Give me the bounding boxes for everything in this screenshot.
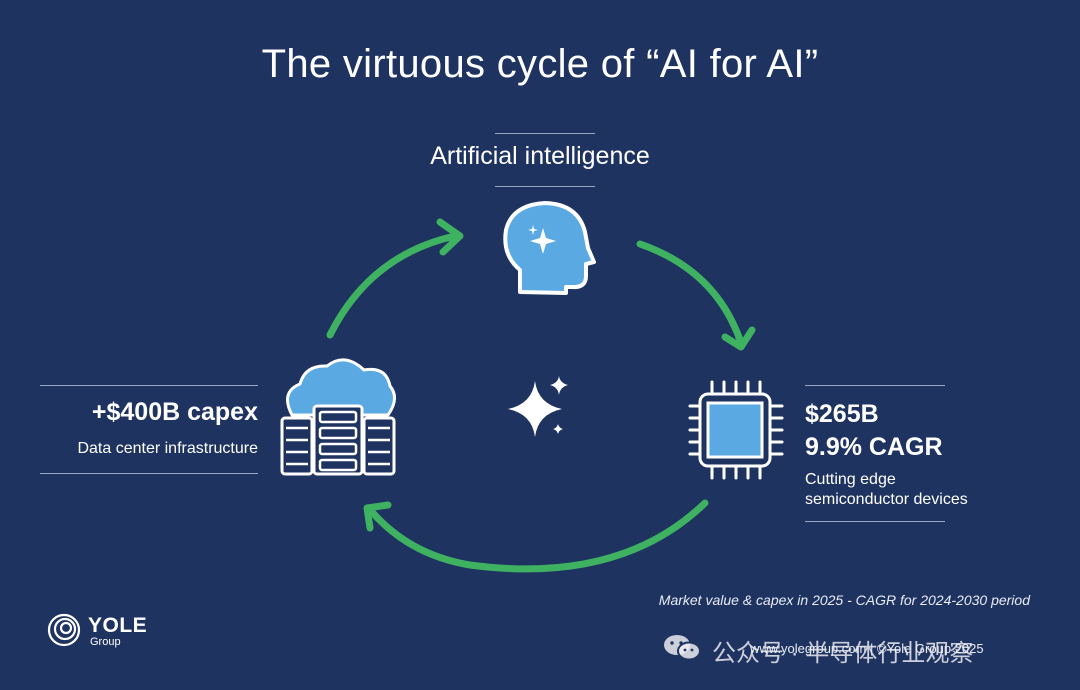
arrow-top-to-right	[636, 240, 744, 344]
arrow-left-to-top	[326, 232, 459, 339]
arrow-right-to-left	[368, 499, 709, 573]
wechat-icon	[664, 635, 701, 661]
capex-value: +$400B capex	[91, 398, 258, 426]
chip-icon	[688, 380, 784, 480]
cloud-server-icon	[280, 358, 396, 476]
semiconductor-label: Cutting edge semiconductor devices	[805, 470, 1065, 510]
top-rule-upper	[495, 133, 595, 134]
yole-logo-icon	[47, 613, 81, 647]
semiconductor-label-line1: Cutting edge	[805, 471, 896, 488]
arrowhead-top-to-right	[721, 326, 756, 351]
left-rule-lower	[40, 473, 258, 474]
watermark-text: 公众号 · 半导体行业观察	[712, 640, 974, 667]
sparkle-icon	[508, 376, 568, 437]
logo-name: YOLE	[88, 614, 148, 637]
copyright-url: www.yolegroup.com | ©Yole Group 2025	[750, 641, 984, 656]
right-rule-lower	[805, 521, 945, 522]
top-rule-lower	[495, 186, 595, 187]
arrowhead-right-to-left	[363, 501, 392, 532]
market-value: $265B	[805, 400, 879, 428]
right-rule-upper	[805, 385, 945, 386]
left-rule-upper	[40, 385, 258, 386]
ai-label: Artificial intelligence	[430, 142, 650, 170]
arrowhead-left-to-top	[436, 218, 464, 256]
logo-sub: Group	[90, 636, 121, 648]
page-title: The virtuous cycle of “AI for AI”	[261, 42, 819, 86]
market-values: $265B 9.9% CAGR	[805, 398, 1065, 464]
cagr-value: 9.9% CAGR	[805, 433, 943, 461]
semiconductor-label-line2: semiconductor devices	[805, 491, 968, 508]
ai-head-icon	[503, 201, 596, 295]
footnote: Market value & capex in 2025 - CAGR for …	[658, 592, 1030, 608]
datacenter-label: Data center infrastructure	[77, 440, 258, 457]
